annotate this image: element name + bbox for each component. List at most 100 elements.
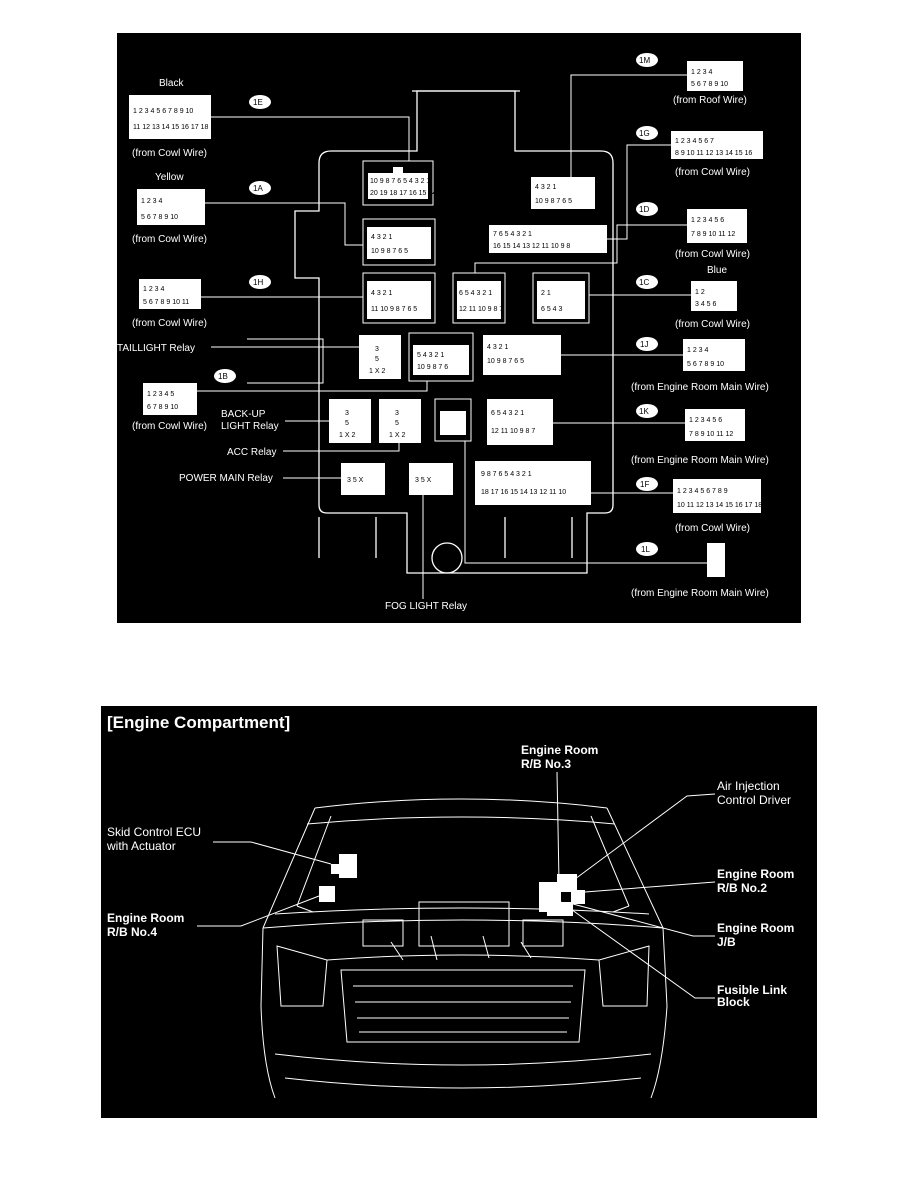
component-skid-ecu: [331, 854, 357, 878]
block-socket-1H: 4 3 2 1 11 10 9 8 7 6 5: [362, 272, 436, 324]
svg-text:(from Cowl Wire): (from Cowl Wire): [675, 319, 750, 330]
svg-text:Block: Block: [717, 995, 750, 1009]
svg-text:1 2 3 4 5 6 7 8 9 10: 1 2 3 4 5 6 7 8 9 10: [133, 108, 193, 115]
svg-text:(from Cowl Wire): (from Cowl Wire): [675, 167, 750, 178]
svg-text:11 10 9 8 7 6 5: 11 10 9 8 7 6 5: [371, 306, 417, 313]
svg-text:18 17 16 15 14 13 12 11 10: 18 17 16 15 14 13 12 11 10: [481, 489, 566, 496]
svg-text:Air Injection: Air Injection: [717, 779, 780, 793]
vehicle-outline: [260, 798, 668, 1099]
block-socket-1A: 4 3 2 1 10 9 8 7 6 5: [362, 218, 436, 266]
svg-text:R/B No.3: R/B No.3: [521, 757, 571, 771]
svg-text:3: 3: [375, 346, 379, 353]
callout-air-injection: Air Injection Control Driver: [570, 779, 791, 883]
relay-socket-taillight: 3 5 1 X 2: [359, 335, 401, 379]
svg-text:LIGHT Relay: LIGHT Relay: [221, 421, 279, 432]
block-socket-1B: 5 4 3 2 1 10 9 8 7 6: [408, 332, 474, 382]
svg-text:6 5 4 3 2 1: 6 5 4 3 2 1: [491, 410, 524, 417]
svg-text:1 X 2: 1 X 2: [369, 368, 385, 375]
svg-text:6 5 4 3 2 1: 6 5 4 3 2 1: [459, 290, 492, 297]
relay-label-taillight: TAILLIGHT Relay: [117, 338, 359, 384]
svg-text:5: 5: [395, 420, 399, 427]
svg-text:1B: 1B: [218, 372, 228, 381]
svg-text:Fusible Link: Fusible Link: [717, 983, 787, 997]
relay-label-backup: BACK-UP LIGHT Relay: [221, 409, 329, 432]
svg-text:5 6 7 8 9 10: 5 6 7 8 9 10: [691, 81, 728, 88]
relay-socket-acc: 3 5 1 X 2: [379, 399, 421, 443]
svg-text:1D: 1D: [639, 205, 649, 214]
svg-text:POWER MAIN Relay: POWER MAIN Relay: [179, 473, 273, 484]
svg-text:BACK-UP: BACK-UP: [221, 409, 266, 420]
svg-text:Black: Black: [159, 78, 184, 89]
svg-text:5 6 7 8 9 10: 5 6 7 8 9 10: [687, 361, 724, 368]
svg-text:16 15 14 13 12 11 10 9 8: 16 15 14 13 12 11 10 9 8: [493, 243, 570, 250]
callout-rb2: Engine Room R/B No.2: [584, 867, 794, 895]
connector-1E: Black 1 2 3 4 5 6 7 8 9 10 11 12 13 14 1…: [129, 78, 410, 161]
svg-text:Blue: Blue: [707, 265, 727, 276]
callout-rb4: Engine Room R/B No.4: [107, 895, 320, 939]
svg-text:5 6 7 8 9 10 11: 5 6 7 8 9 10 11: [143, 299, 189, 306]
relay-label-power-main: POWER MAIN Relay: [179, 473, 341, 484]
svg-text:3 4 5 6: 3 4 5 6: [695, 301, 717, 308]
svg-text:7 8 9 10 11 12: 7 8 9 10 11 12: [691, 231, 735, 238]
svg-text:1C: 1C: [639, 278, 649, 287]
svg-text:ACC Relay: ACC Relay: [227, 447, 276, 458]
svg-text:Engine Room: Engine Room: [717, 867, 794, 881]
connector-1H: 1 2 3 4 5 6 7 8 9 10 11 (from Cowl Wire)…: [132, 275, 363, 329]
svg-text:(from Roof Wire): (from Roof Wire): [673, 95, 747, 106]
junction-block-diagram: 10 9 8 7 6 5 4 3 2 1 20 19 18 17 16 15 1…: [117, 33, 801, 623]
svg-text:1 2 3 4: 1 2 3 4: [143, 286, 165, 293]
svg-text:(from Cowl Wire): (from Cowl Wire): [132, 318, 207, 329]
svg-text:Engine Room: Engine Room: [717, 921, 794, 935]
svg-text:with Actuator: with Actuator: [106, 839, 176, 853]
svg-text:10 9 8 7 6 5 4 3 2 1: 10 9 8 7 6 5 4 3 2 1: [370, 178, 430, 185]
connector-1D: 1D 1 2 3 4 5 6 7 8 9 10 11 12 (from Cowl…: [474, 202, 750, 273]
svg-text:1 2: 1 2: [695, 289, 705, 296]
svg-text:3 5 X: 3 5 X: [347, 477, 364, 484]
svg-text:R/B No.2: R/B No.2: [717, 881, 767, 895]
svg-text:10 9 8 7 6: 10 9 8 7 6: [417, 364, 448, 371]
junction-block-outline: [294, 90, 614, 574]
svg-text:5: 5: [375, 356, 379, 363]
engine-compartment-drawing: [Engine Compartment] E: [106, 713, 794, 1099]
svg-text:5 6 7 8 9 10: 5 6 7 8 9 10: [141, 214, 178, 221]
svg-text:1H: 1H: [253, 278, 263, 287]
svg-text:1 X 2: 1 X 2: [389, 432, 405, 439]
connector-1M: 1M 1 2 3 4 5 6 7 8 9 10 (from Roof Wire): [570, 53, 747, 177]
block-socket-1K: 6 5 4 3 2 1 12 11 10 9 8 7: [487, 399, 553, 445]
relay-socket-backup: 3 5 1 X 2: [329, 399, 371, 443]
svg-text:(from Engine Room Main Wire): (from Engine Room Main Wire): [631, 588, 769, 599]
svg-text:6 7 8 9 10: 6 7 8 9 10: [147, 404, 178, 411]
svg-text:7 8 9 10 11 12: 7 8 9 10 11 12: [689, 431, 733, 438]
svg-text:4 3 2 1: 4 3 2 1: [371, 290, 393, 297]
svg-text:3 5 X: 3 5 X: [415, 477, 432, 484]
relay-socket-power-main: 3 5 X: [341, 463, 385, 495]
svg-text:J/B: J/B: [717, 935, 736, 949]
svg-text:10 9 8 7 6 5: 10 9 8 7 6 5: [487, 358, 524, 365]
svg-text:R/B No.4: R/B No.4: [107, 925, 157, 939]
svg-text:1 2 3 4 5 6 7 8 9: 1 2 3 4 5 6 7 8 9: [677, 488, 728, 495]
svg-text:Control Driver: Control Driver: [717, 793, 791, 807]
junction-block-drawing: 10 9 8 7 6 5 4 3 2 1 20 19 18 17 16 15 1…: [117, 53, 769, 612]
section-title: [Engine Compartment]: [107, 713, 290, 732]
svg-text:9 8 7 6 5 4 3 2 1: 9 8 7 6 5 4 3 2 1: [481, 471, 532, 478]
callout-fusible-link: Fusible Link Block: [560, 901, 787, 1009]
svg-text:Engine Room: Engine Room: [107, 911, 184, 925]
svg-text:4 3 2 1: 4 3 2 1: [487, 344, 509, 351]
svg-text:(from Cowl Wire): (from Cowl Wire): [132, 234, 207, 245]
svg-text:1 2 3 4 5 6: 1 2 3 4 5 6: [689, 417, 722, 424]
svg-text:3: 3: [395, 410, 399, 417]
connector-1A: Yellow 1 2 3 4 5 6 7 8 9 10 (from Cowl W…: [132, 172, 363, 246]
svg-text:(from Engine Room Main Wire): (from Engine Room Main Wire): [631, 455, 769, 466]
svg-text:1L: 1L: [641, 545, 650, 554]
svg-text:10 9 8 7 6 5: 10 9 8 7 6 5: [371, 248, 408, 255]
svg-text:1K: 1K: [639, 407, 649, 416]
block-socket-1M: 4 3 2 1 10 9 8 7 6 5: [531, 177, 595, 209]
svg-text:1J: 1J: [640, 340, 648, 349]
component-rb4: [319, 886, 335, 902]
svg-text:12 11 10 9 8 7: 12 11 10 9 8 7: [491, 428, 535, 435]
block-socket-1J: 4 3 2 1 10 9 8 7 6 5: [483, 335, 561, 375]
svg-text:4 3 2 1: 4 3 2 1: [535, 184, 557, 191]
connector-1F: 1F 1 2 3 4 5 6 7 8 9 10 11 12 13 14 15 1…: [591, 477, 762, 534]
connector-1K: 1K 1 2 3 4 5 6 7 8 9 10 11 12 (from Engi…: [553, 404, 769, 466]
block-socket-1F: 9 8 7 6 5 4 3 2 1 18 17 16 15 14 13 12 1…: [475, 461, 591, 505]
